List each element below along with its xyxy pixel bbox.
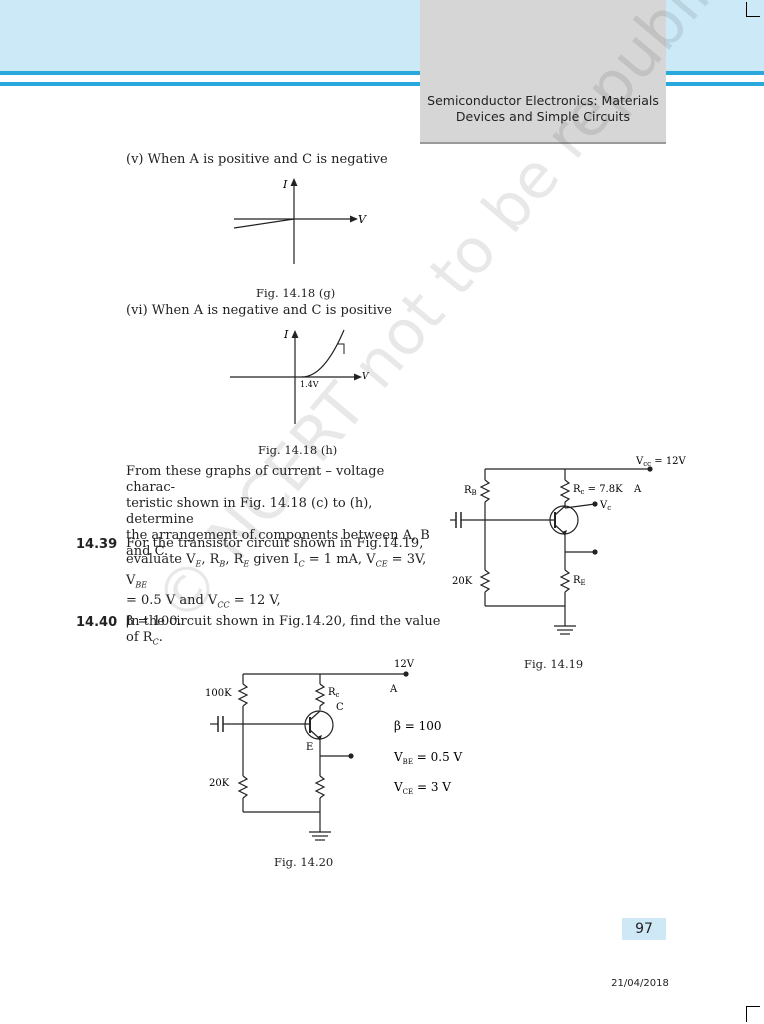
resistor-100k <box>237 683 249 707</box>
print-date: 21/04/2018 <box>611 978 669 989</box>
chapter-title-box <box>420 0 666 144</box>
label-a: A <box>389 684 398 695</box>
label-12v: 12V <box>394 659 415 670</box>
fig-caption-14-18-g: Fig. 14.18 (g) <box>256 286 336 300</box>
figure-14-20-circuit: 12V A 100K Rc C E 20K β = 100 VBE = 0.5 … <box>205 659 463 841</box>
header-stripe-right-lower <box>666 82 764 86</box>
label-rc: Rc <box>328 687 340 699</box>
crop-mark <box>746 16 760 17</box>
resistor-20k <box>479 569 491 593</box>
terminal-emitter <box>348 753 354 759</box>
label-e: E <box>306 742 313 753</box>
question-line: In the circuit shown in Fig.14.20, find … <box>126 614 441 629</box>
i-axis-label: I <box>283 328 289 341</box>
v-axis-label: V <box>362 372 370 382</box>
paragraph-line: From these graphs of current – voltage c… <box>126 464 385 495</box>
slope-marker <box>338 343 345 354</box>
case-v-label: (v) When A is positive and C is negative <box>126 152 388 167</box>
resistor-20k <box>237 775 249 799</box>
knee-voltage-label: 1.4V <box>300 380 319 389</box>
question-number-14-40: 14.40 <box>76 615 118 630</box>
v-axis-arrow <box>354 373 362 381</box>
i-axis-label: I <box>282 178 288 191</box>
crop-mark <box>746 2 747 16</box>
chapter-title-line1: Semiconductor Electronics: Materials <box>427 93 659 108</box>
question-line: For the transistor circuit shown in Fig.… <box>126 536 424 551</box>
characteristic-curve <box>301 329 345 378</box>
question-14-39: For the transistor circuit shown in Fig.… <box>126 536 446 630</box>
i-axis-arrow <box>290 178 298 186</box>
terminal-vcc <box>647 466 653 472</box>
case-vi-label: (vi) When A is negative and C is positiv… <box>126 303 392 318</box>
paragraph-line: and C. <box>126 544 169 559</box>
figure-14-18-g: I V <box>233 178 367 264</box>
label-a: A <box>633 484 642 495</box>
figure-14-18-h: I V 1.4V <box>230 328 370 424</box>
terminal-ve <box>592 549 598 555</box>
label-vc: Vc <box>599 500 611 512</box>
resistor-rb <box>479 479 491 503</box>
header-stripe-right <box>666 71 764 75</box>
header-stripe <box>0 71 420 75</box>
terminal-vcc <box>403 671 409 677</box>
label-20k: 20K <box>209 778 230 789</box>
chapter-title-line2: Devices and Simple Circuits <box>455 109 631 124</box>
characteristic-curve <box>233 218 295 229</box>
question-line: evaluate VE, RB, RE given IC = 1 mA, VCE… <box>126 552 427 590</box>
crop-mark <box>746 1006 747 1022</box>
question-line: β = 100. <box>126 613 182 629</box>
label-re: RE <box>573 575 586 587</box>
header-band-right <box>666 0 764 75</box>
label-rb: RB <box>464 485 477 497</box>
terminal-vc <box>592 501 598 507</box>
v-axis-arrow <box>350 215 358 223</box>
fig-caption-14-18-h: Fig. 14.18 (h) <box>258 443 338 457</box>
v-axis-label: V <box>358 213 367 226</box>
fig-caption-14-20: Fig. 14.20 <box>274 855 334 869</box>
paragraph-line: teristic shown in Fig. 14.18 (c) to (h),… <box>126 496 373 527</box>
question-line: = 0.5 V and VCC = 12 V, <box>126 593 281 610</box>
beta-value: β = 100 <box>394 719 442 733</box>
question-14-40: In the circuit shown in Fig.14.20, find … <box>126 614 446 651</box>
resistor-re <box>559 569 571 593</box>
vce-value: VCE = 3 V <box>393 780 451 796</box>
header-stripe-lower <box>0 82 420 86</box>
page-number: 97 <box>622 918 666 940</box>
label-20k: 20K <box>452 576 473 587</box>
question-line: of RC. <box>126 630 163 647</box>
crop-mark <box>746 1006 760 1007</box>
label-100k: 100K <box>205 688 232 699</box>
header-band-left <box>0 0 420 75</box>
chapter-title: Semiconductor Electronics: Materials Dev… <box>420 93 666 125</box>
paragraph-line: the arrangement of components between A,… <box>126 528 430 543</box>
figure-14-19-circuit: Vcc = 12V RB Rc = 7.8K A Vc 20K RE <box>450 456 687 635</box>
label-vcc: Vcc = 12V <box>635 456 687 468</box>
label-c: C <box>336 702 344 713</box>
question-paragraph: From these graphs of current – voltage c… <box>126 464 436 560</box>
resistor-rc <box>314 683 326 707</box>
fig-caption-14-19: Fig. 14.19 <box>524 657 584 671</box>
resistor-re <box>314 775 326 799</box>
i-axis-arrow <box>291 330 299 338</box>
vbe-value: VBE = 0.5 V <box>393 750 463 766</box>
resistor-rc <box>559 479 571 503</box>
label-rc: Rc = 7.8K <box>573 484 623 496</box>
question-number-14-39: 14.39 <box>76 537 118 552</box>
